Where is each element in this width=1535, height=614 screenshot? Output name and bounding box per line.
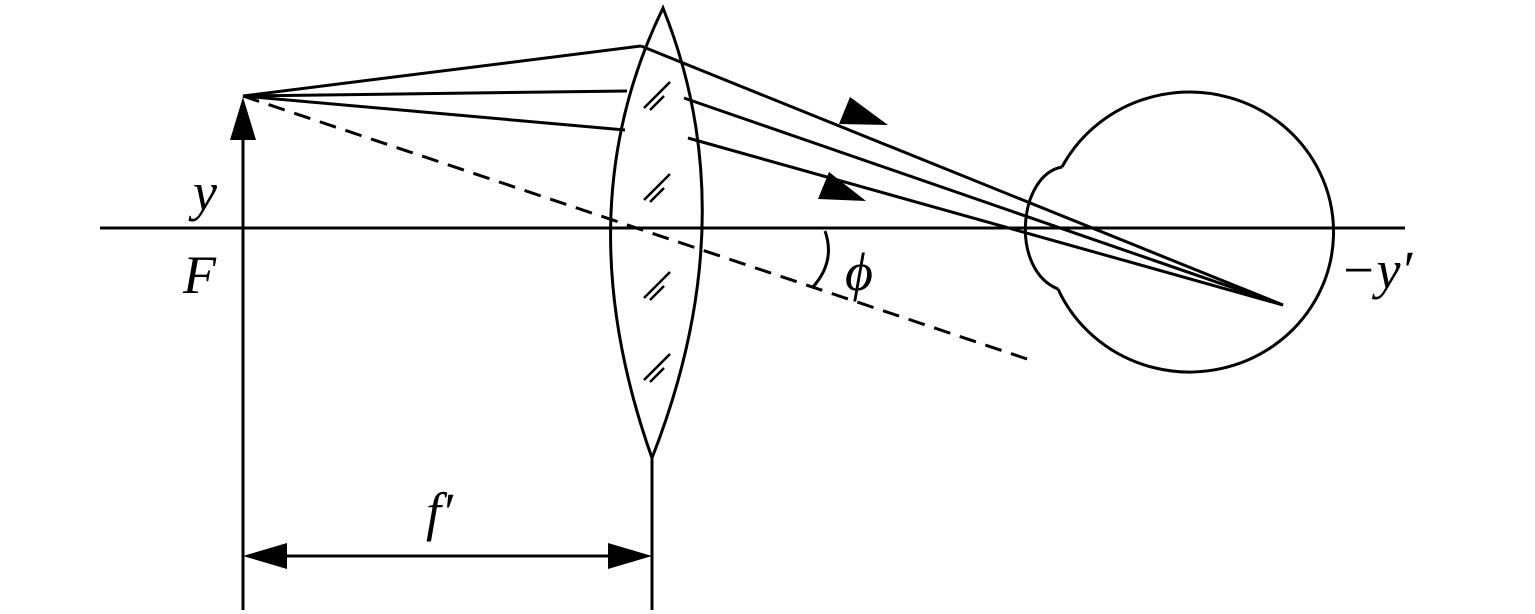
ray-arrow-upper (839, 97, 888, 125)
refracted-rays (640, 44, 1284, 307)
incident-rays (242, 44, 642, 132)
object-height-label: y (188, 162, 217, 222)
ray-arrow-lower (818, 172, 866, 201)
angle-arc (810, 230, 830, 290)
eye-cornea (1024, 165, 1063, 291)
eye-globe (1056, 90, 1335, 374)
lens-hatching (643, 81, 671, 383)
focal-point-label: F (182, 245, 217, 305)
focal-length-arrow-right (608, 543, 652, 569)
image-height-label: −y′ (1340, 240, 1413, 300)
visual-angle-label: ϕ (845, 242, 873, 302)
focal-length-label: f′ (426, 482, 454, 542)
chief-ray-dashed (242, 94, 1031, 362)
object-arrow-head (230, 97, 256, 140)
lens (609, 4, 704, 463)
focal-length-arrow-left (243, 543, 287, 569)
